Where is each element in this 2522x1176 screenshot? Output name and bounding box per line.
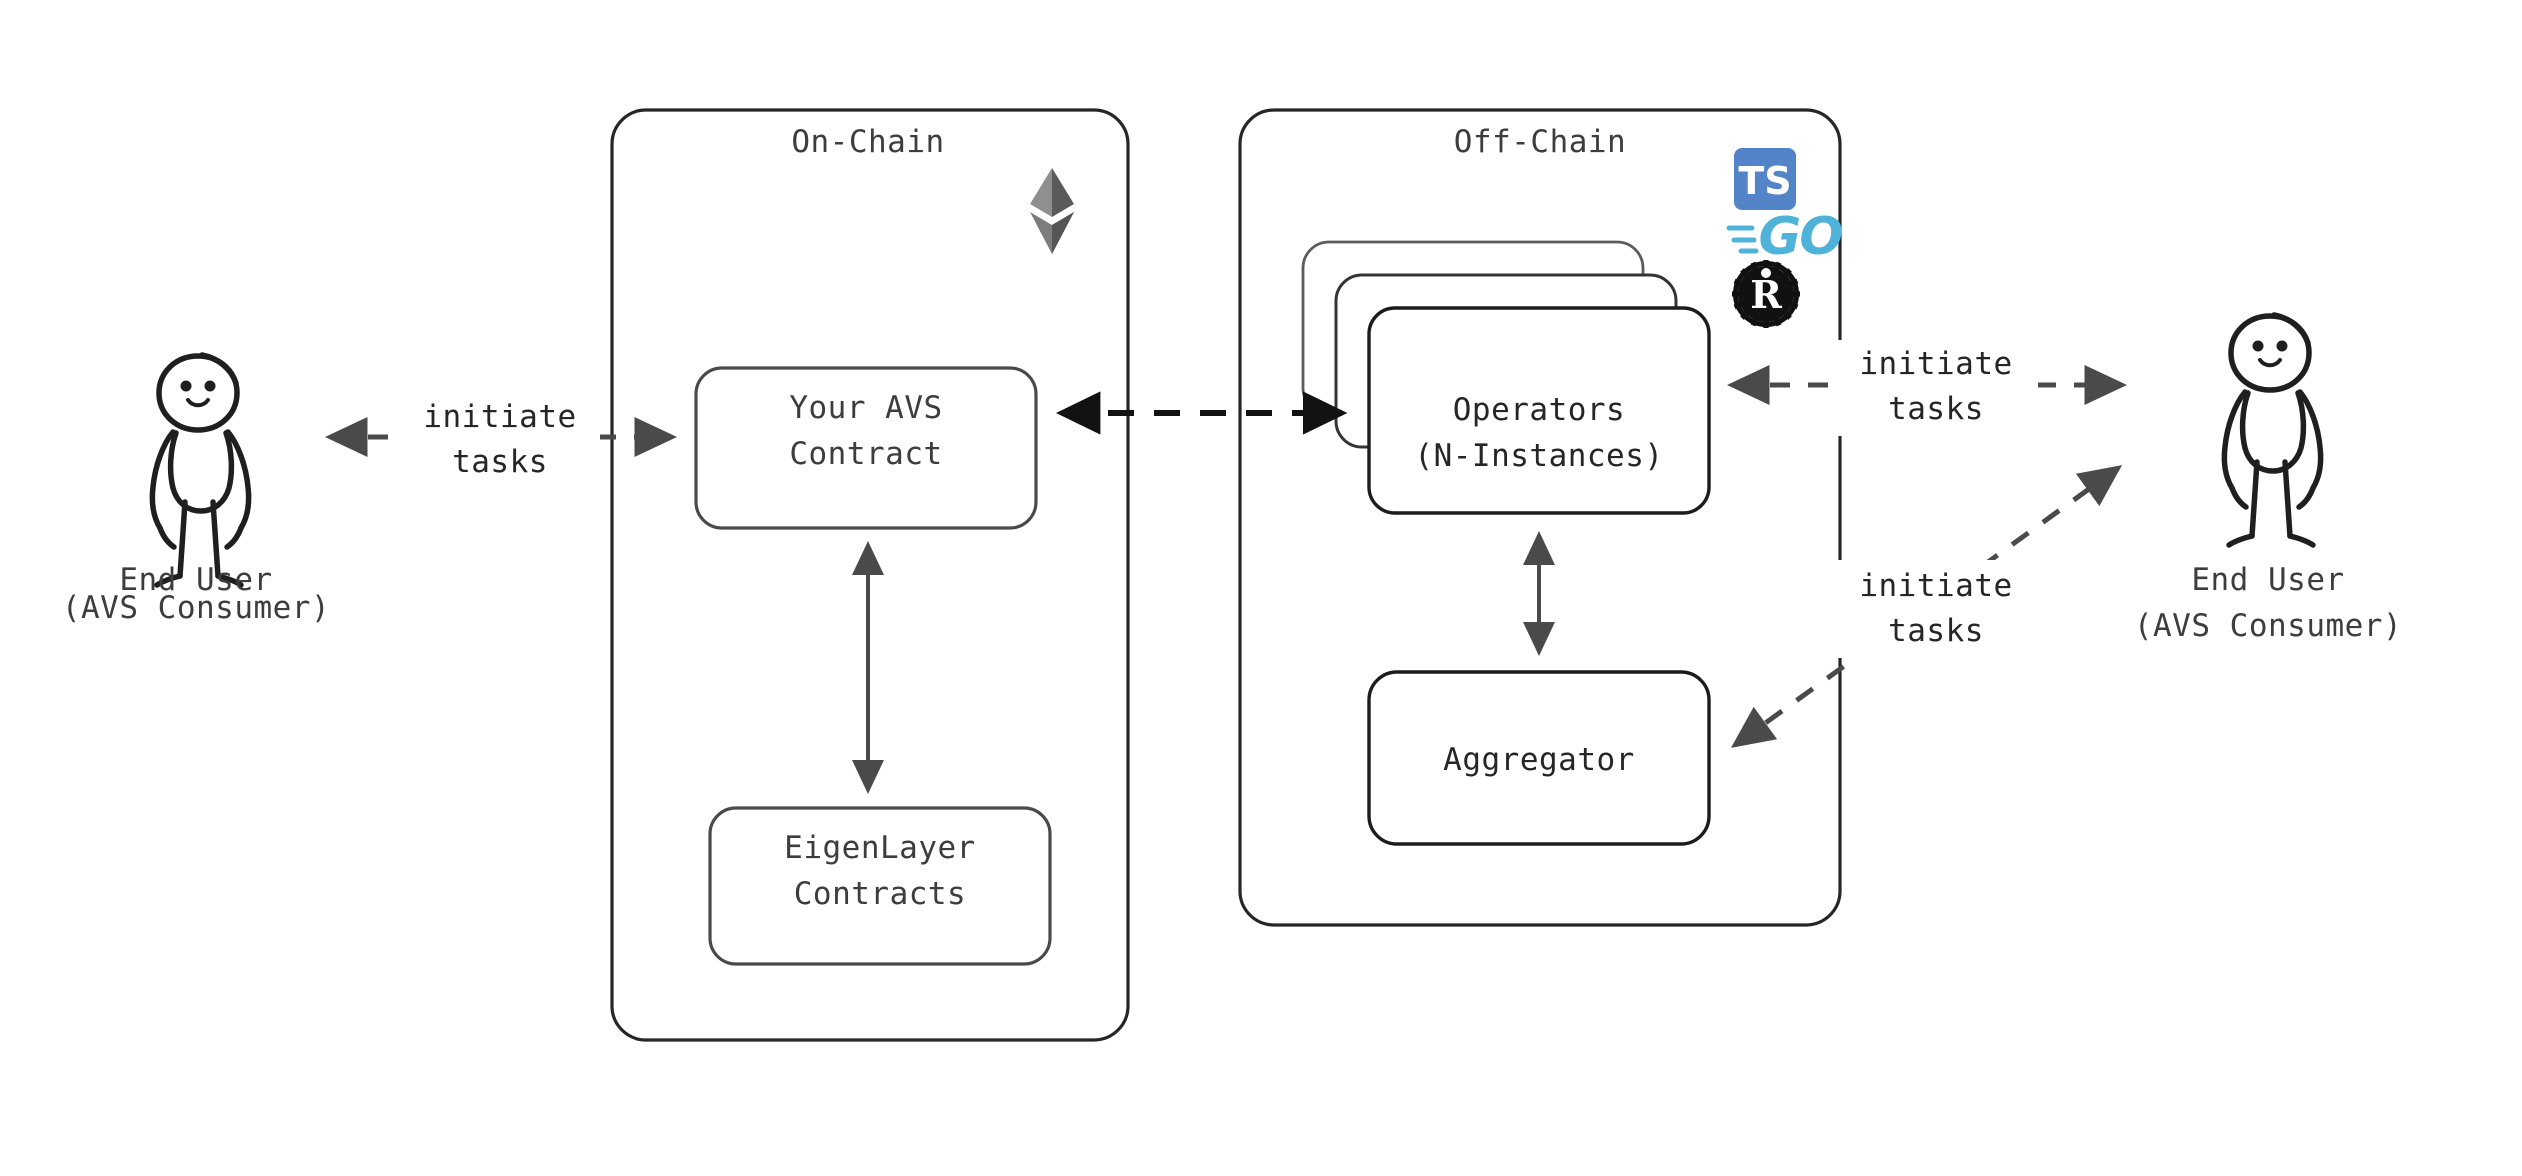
node-operators[interactable]: Operators (N-Instances) — [1301, 240, 1711, 515]
eigenlayer-contracts-box[interactable] — [708, 806, 1052, 966]
on-chain-border — [610, 108, 1130, 1042]
go-logo-speedlines — [1726, 225, 1759, 254]
stick-figure-right-eye-right — [2276, 340, 2288, 352]
edge-right-operators-label-line1: initiate — [1859, 346, 2012, 382]
operators-label-line2: (N-Instances) — [1414, 438, 1663, 474]
eigenlayer-label-line2: Contracts — [794, 876, 966, 912]
actor-right-label-line1: End User — [2191, 562, 2344, 598]
operators-label-line1: Operators — [1453, 392, 1625, 428]
ethereum-logo — [1030, 168, 1074, 254]
go-logo-label: GO — [1759, 207, 1843, 267]
avs-contract-label-line2: Contract — [789, 436, 942, 472]
stick-figure-right-smile — [2258, 358, 2282, 368]
edge-right-aggregator-label-line1: initiate — [1859, 568, 2012, 604]
edge-right-operators-label-line2: tasks — [1888, 391, 1984, 427]
avs-contract-box[interactable] — [694, 366, 1038, 530]
go-logo: GO — [1726, 207, 1844, 267]
rust-logo-gear — [1732, 260, 1800, 328]
container-on-chain: On-Chain — [610, 108, 1130, 1042]
edge-right-top-label-backdrop — [1838, 340, 2038, 436]
actor-left-label-line2: (AVS Consumer) — [62, 590, 330, 626]
typescript-logo: TS — [1734, 148, 1796, 210]
aggregator-label: Aggregator — [1443, 742, 1635, 778]
on-chain-title: On-Chain — [791, 124, 944, 160]
actor-end-user-left[interactable] — [149, 352, 252, 588]
actor-end-user-right[interactable] — [2221, 312, 2324, 548]
actor-right-label-line2: (AVS Consumer) — [2134, 608, 2402, 644]
rust-logo: R — [1732, 260, 1800, 328]
edge-right-bottom-label-backdrop — [1838, 560, 2038, 658]
stick-figure-left-smile — [186, 398, 210, 408]
actor-left-label-line1-visible: End User — [119, 562, 272, 598]
typescript-logo-bg — [1734, 148, 1796, 210]
stick-figure-left — [149, 352, 252, 588]
edge-right-aggregator-label-line2: tasks — [1888, 613, 1984, 649]
node-avs-contract[interactable]: Your AVS Contract — [694, 366, 1038, 530]
stick-figure-right-eye-left — [2252, 340, 2264, 352]
stick-figure-left-eye-right — [204, 380, 216, 392]
typescript-logo-label: TS — [1738, 159, 1791, 203]
off-chain-title: Off-Chain — [1454, 124, 1626, 160]
operators-box[interactable] — [1367, 306, 1711, 515]
eigenlayer-label-line1: EigenLayer — [784, 830, 976, 866]
avs-contract-label-line1: Your AVS — [789, 390, 942, 426]
stick-figure-left-eye-left — [180, 380, 192, 392]
stick-figure-right — [2221, 312, 2324, 548]
edge-left-user-label-line2: tasks — [452, 444, 548, 480]
node-aggregator[interactable]: Aggregator — [1367, 670, 1711, 846]
node-eigenlayer-contracts[interactable]: EigenLayer Contracts — [708, 806, 1052, 966]
edge-left-label-backdrop — [404, 392, 600, 488]
aggregator-box[interactable] — [1367, 670, 1711, 846]
edge-left-user-label-line1: initiate — [423, 399, 576, 435]
rust-logo-label: R — [1750, 272, 1782, 317]
